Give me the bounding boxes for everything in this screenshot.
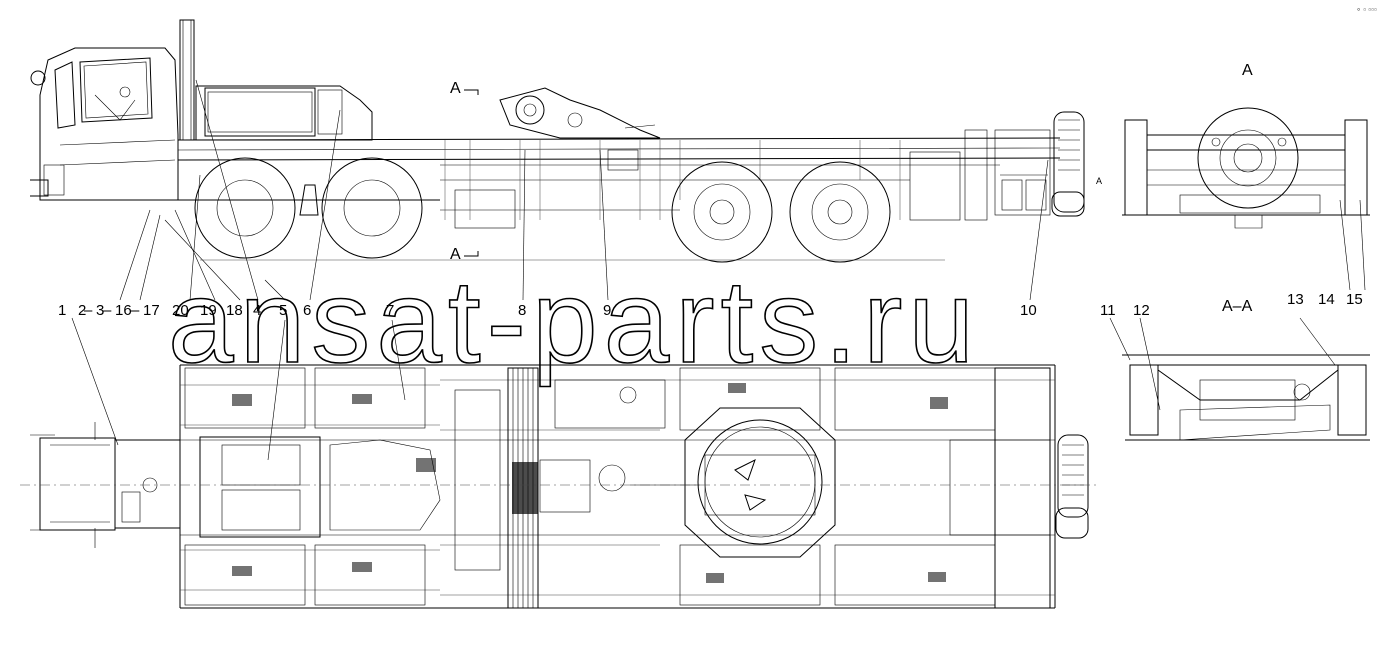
crane-mount <box>499 87 661 139</box>
callout-14: 14 <box>1318 291 1335 308</box>
leader-lines-row1 <box>119 79 1049 301</box>
cab <box>30 47 179 201</box>
callout-12: 12 <box>1133 302 1150 319</box>
section-aa <box>1109 317 1370 441</box>
side-view <box>30 19 1085 301</box>
callout-6: 6 <box>303 302 311 319</box>
callout-20: 20 <box>172 302 189 319</box>
section-marker-top-arrow <box>464 89 479 95</box>
engine-housing <box>195 85 373 141</box>
callout-16: 16 <box>115 302 132 319</box>
arrow-marker: A <box>1096 176 1102 186</box>
rear-spare-tire <box>1051 111 1085 217</box>
callout-sep-1: – <box>84 302 93 319</box>
callout-10: 10 <box>1020 302 1037 319</box>
exhaust-stack <box>179 19 195 141</box>
section-aa-label: A–A <box>1222 298 1253 315</box>
corner-glyphs: ∘ ▫ ▫▫▫ <box>1356 5 1377 14</box>
plan-view <box>20 317 1100 609</box>
watermark: ansat-parts.ru <box>168 256 980 388</box>
section-marker-bottom-arrow <box>464 251 479 257</box>
callout-4: 4 <box>253 302 261 319</box>
callout-7: 7 <box>386 302 394 319</box>
callout-sep-3: – <box>131 302 140 319</box>
side-wheels <box>194 157 891 263</box>
callout-9: 9 <box>603 302 611 319</box>
callout-18: 18 <box>226 302 243 319</box>
section-marker-top: A <box>450 80 461 97</box>
callout-3: 3 <box>96 302 104 319</box>
callout-sep-2: – <box>103 302 112 319</box>
callout-15: 15 <box>1346 291 1363 308</box>
callout-11: 11 <box>1100 302 1116 319</box>
view-a <box>1122 107 1370 291</box>
callout-13: 13 <box>1287 291 1304 308</box>
callout-2: 2 <box>78 302 86 319</box>
main-frame <box>177 129 1061 229</box>
callout-19: 19 <box>200 302 217 319</box>
view-a-label: A <box>1242 62 1253 79</box>
callout-1: 1 <box>58 302 66 319</box>
callout-17: 17 <box>143 302 160 319</box>
section-marker-bottom: A <box>450 246 461 263</box>
callout-8: 8 <box>518 302 526 319</box>
callouts: 1 2 – 3 – 16 – 17 20 19 18 4 5 6 7 8 9 1… <box>58 291 1363 319</box>
callout-5: 5 <box>279 302 287 319</box>
